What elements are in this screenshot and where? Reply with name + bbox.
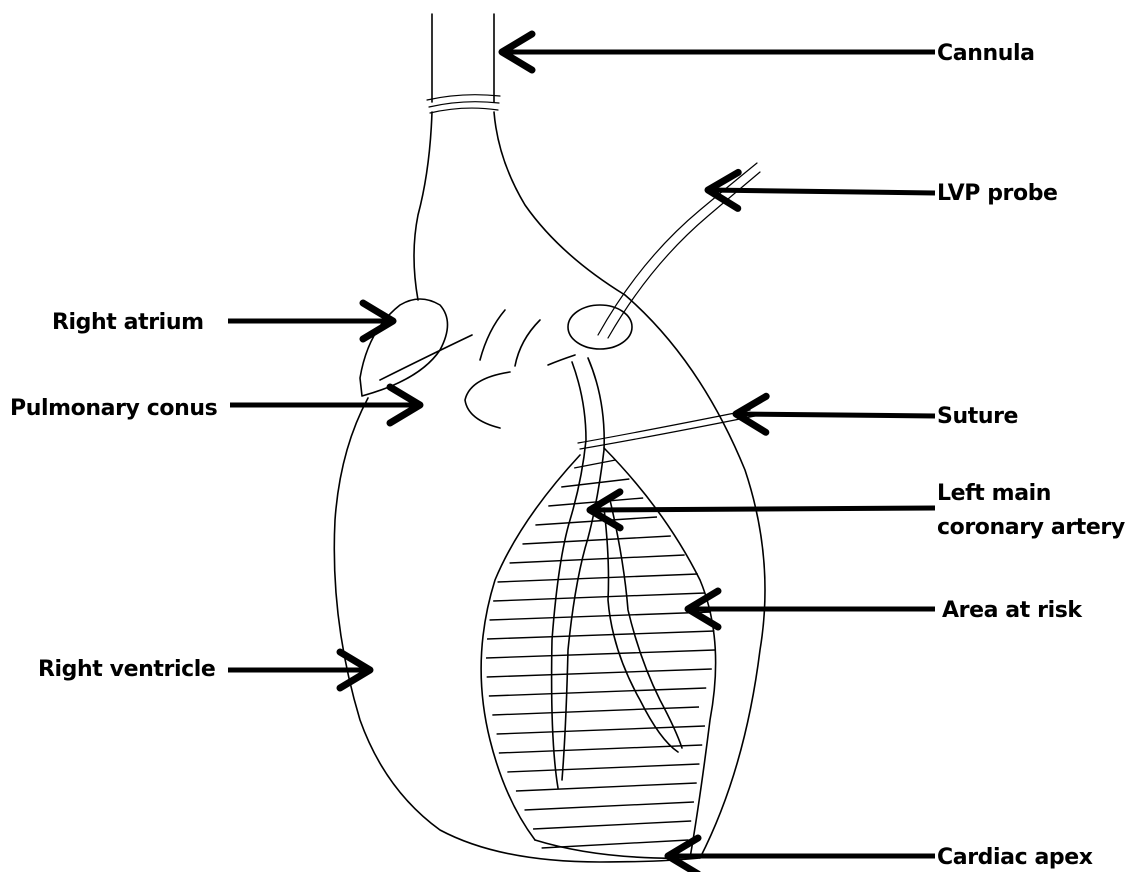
label-left-main-line-2: coronary artery: [937, 511, 1125, 545]
label-left-main-line-1: Left main: [937, 477, 1125, 511]
hatch-line: [542, 840, 689, 848]
label-pulmonary-conus: Pulmonary conus: [10, 398, 217, 420]
label-area-at-risk: Area at risk: [942, 600, 1082, 622]
hatch-line: [489, 688, 706, 696]
hatch-line: [516, 783, 697, 791]
hatch-line: [497, 726, 705, 734]
arrow-suture-shaft: [736, 414, 935, 416]
hatch-line: [533, 821, 691, 829]
right-atrium-shape: [360, 299, 448, 396]
hatch-line: [561, 479, 629, 487]
label-suture: Suture: [937, 406, 1018, 428]
hatch-line: [486, 650, 715, 658]
aorta-left-wall: [414, 112, 432, 300]
label-cannula: Cannula: [937, 43, 1035, 65]
label-left-main-coronary-artery: Left main coronary artery: [937, 477, 1125, 545]
label-right-ventricle: Right ventricle: [38, 659, 215, 681]
cannula-tie: [427, 95, 500, 113]
arrow-lvp-probe-shaft: [708, 190, 935, 193]
hatch-line: [487, 631, 714, 639]
arrow-left-main-shaft: [590, 508, 935, 510]
hatch-line: [510, 555, 685, 563]
heart-left-border: [334, 398, 700, 862]
hatch-line: [522, 536, 670, 544]
branch-left-wall: [604, 508, 678, 752]
hatch-line: [525, 802, 694, 810]
hatch-line: [487, 669, 712, 677]
hatch-line: [507, 764, 699, 772]
area-at-risk-left-boundary: [481, 455, 580, 840]
label-lvp-probe: LVP probe: [937, 183, 1058, 205]
left-atrium-shape: [568, 305, 632, 349]
conus-curve-2: [515, 320, 540, 366]
aorta-right-wall: [494, 112, 625, 295]
hatch-line: [574, 460, 615, 468]
hatch-line: [498, 574, 698, 582]
label-right-atrium: Right atrium: [52, 312, 204, 334]
label-arrows: [228, 34, 935, 872]
hatch-line: [535, 517, 657, 525]
lmca-left-wall: [552, 362, 586, 788]
atrium-conus-line: [380, 335, 472, 380]
lvp-probe-b: [608, 172, 760, 338]
conus-curve-3: [465, 372, 510, 428]
label-cardiac-apex: Cardiac apex: [937, 847, 1093, 869]
lmca-right-wall: [562, 358, 604, 780]
conus-curve-1: [480, 310, 505, 360]
hatch-line: [490, 612, 712, 620]
hatch-line: [493, 593, 705, 601]
conus-curve-4: [548, 355, 575, 365]
hatch-line: [499, 745, 702, 753]
